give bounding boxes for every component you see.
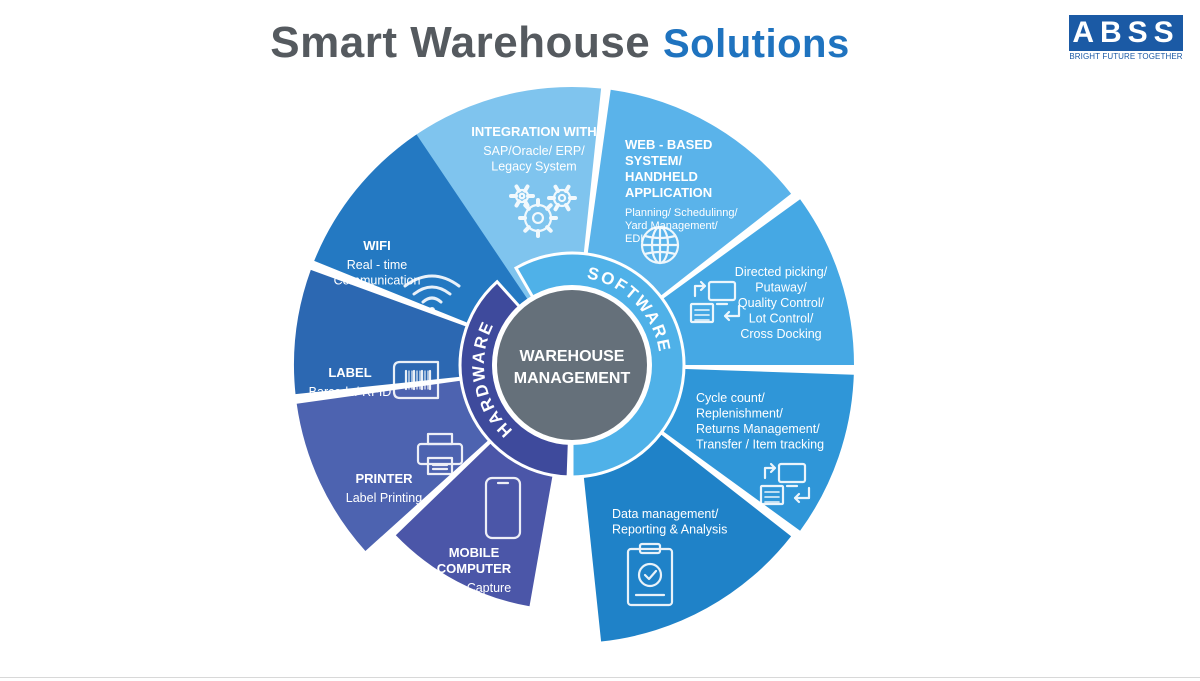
segment-text-line: EDI: [625, 233, 643, 245]
segment-label-label: LABEL Barcode/ RFID: [309, 365, 392, 399]
wifi-icon: [403, 274, 461, 313]
segment-label-cycle: Cycle count/Replenishment/Returns Manage…: [696, 391, 824, 452]
title-part-1: Smart Warehouse: [270, 18, 651, 67]
center-label-line-2: MANAGEMENT: [514, 370, 631, 387]
segment-text-line: Directed picking/: [735, 265, 828, 279]
segment-wedge-data: [578, 401, 792, 642]
segment-text-line: Planning/ Schedulinng/: [625, 207, 738, 219]
transfer-icon: [689, 280, 741, 324]
segment-label-picking: Directed picking/Putaway/Quality Control…: [735, 265, 828, 341]
segment-text-line: Barcode/ RFID: [309, 385, 392, 399]
segment-text-line: Quality Control/: [738, 296, 825, 310]
segment-title-line: LABEL: [328, 365, 371, 380]
transfer-icon: [759, 462, 811, 506]
center-label-line-1: WAREHOUSE: [520, 348, 625, 365]
segment-text-line: Label Printing: [346, 491, 422, 505]
segment-title-line: PRINTER: [355, 471, 413, 486]
segment-wedge-printer: [296, 373, 528, 551]
segment-text-line: SAP/Oracle/ ERP/: [483, 144, 585, 158]
segment-text-line: Data management/: [612, 507, 719, 521]
segment-printer: PRINTER Label Printing: [296, 373, 528, 551]
segment-text-line: Communication: [334, 274, 421, 288]
segment-text-line: Cycle count/: [696, 391, 765, 405]
segment-label-data: Data management/Reporting & Analysis: [612, 507, 727, 537]
center-hub: WAREHOUSE MANAGEMENT: [492, 285, 652, 445]
segment-data: Data management/Reporting & Analysis: [578, 401, 792, 642]
segment-text-line: Reporting & Analysis: [612, 523, 727, 537]
center-hub-circle: [497, 290, 647, 440]
segment-label-integration: INTEGRATION WITH SAP/Oracle/ ERP/Legacy S…: [471, 124, 596, 174]
segment-text-line: Data Capture: [437, 581, 511, 595]
clipboard-check-icon: [626, 542, 674, 607]
abss-logo: ABSS BRIGHT FUTURE TOGETHER: [1069, 15, 1183, 61]
segment-wedge-picking: [620, 199, 854, 365]
segment-picking: Directed picking/Putaway/Quality Control…: [620, 199, 854, 365]
segment-title-line: COMPUTER: [437, 561, 512, 576]
page-title: Smart Warehouse Solutions: [0, 18, 1120, 68]
title-part-2: Solutions: [663, 22, 850, 66]
globe-icon: [640, 225, 680, 265]
segment-text-line: Yard Management/: [625, 220, 719, 232]
segment-cycle: Cycle count/Replenishment/Returns Manage…: [620, 367, 854, 531]
segment-text-line: Transfer / Item tracking: [696, 438, 824, 452]
segment-title-line: HANDHELD: [625, 169, 698, 184]
segment-text-line: Real - time: [347, 258, 407, 272]
segment-title-line: APPLICATION: [625, 185, 712, 200]
logo-tagline: BRIGHT FUTURE TOGETHER: [1069, 52, 1183, 61]
barcode-icon: [392, 360, 440, 400]
segment-text-line: Cross Docking: [740, 327, 821, 341]
segment-text-line: Putaway/: [755, 281, 807, 295]
bottom-divider: [0, 677, 1200, 678]
segment-wedge-wifi: [314, 134, 539, 343]
smartphone-icon: [484, 476, 522, 540]
segment-title-line: MOBILE: [449, 545, 500, 560]
segment-title-line: SYSTEM/: [625, 153, 682, 168]
logo-name: ABSS: [1069, 15, 1183, 51]
segment-label-printer: PRINTER Label Printing: [346, 471, 422, 505]
segment-wedge-cycle: [620, 367, 854, 531]
segment-title-line: INTEGRATION WITH: [471, 124, 596, 139]
segment-text-line: Replenishment/: [696, 407, 783, 421]
wifi-dot: [429, 307, 435, 313]
segment-text-line: Legacy System: [491, 160, 576, 174]
segment-title-line: WEB - BASED: [625, 137, 712, 152]
segment-wedge-web: [580, 89, 792, 329]
gears-icon: [509, 184, 577, 238]
segment-text-line: Lot Control/: [749, 312, 814, 326]
segment-title-line: WIFI: [363, 238, 390, 253]
segment-text-line: Returns Management/: [696, 422, 820, 436]
printer-icon: [416, 432, 464, 476]
